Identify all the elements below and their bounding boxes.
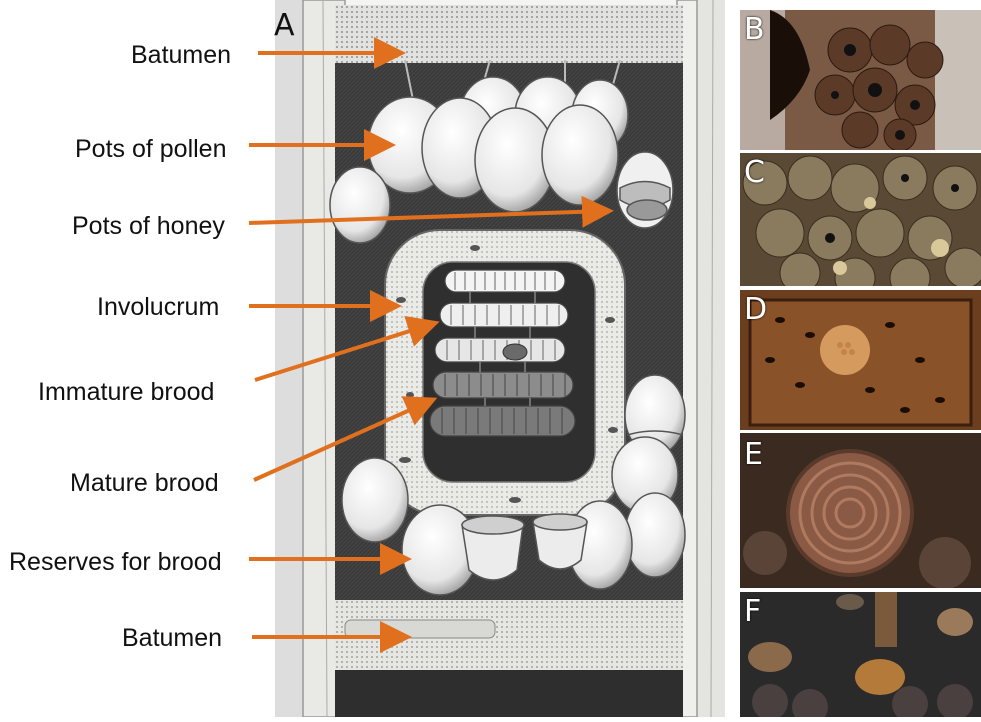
label-reserves-for-brood: Reserves for brood bbox=[9, 547, 222, 577]
label-batumen-bottom: Batumen bbox=[122, 623, 222, 653]
panel-letter-e: E bbox=[744, 437, 763, 472]
panel-letter-d: D bbox=[744, 292, 767, 327]
label-pots-of-pollen: Pots of pollen bbox=[75, 134, 227, 164]
label-batumen-top: Batumen bbox=[131, 40, 231, 70]
photo-panel-b bbox=[740, 10, 981, 150]
panel-letter-b: B bbox=[744, 12, 765, 47]
label-immature-brood: Immature brood bbox=[38, 377, 214, 407]
panel-letter-a: A bbox=[274, 8, 295, 43]
label-involucrum: Involucrum bbox=[97, 292, 219, 322]
photo-panel-c bbox=[740, 153, 981, 286]
photo-panel-d bbox=[740, 290, 981, 430]
label-pots-of-honey: Pots of honey bbox=[72, 211, 225, 241]
label-mature-brood: Mature brood bbox=[70, 468, 219, 498]
nest-sketch bbox=[275, 0, 725, 717]
panel-letter-c: C bbox=[744, 155, 765, 190]
photo-panel-e bbox=[740, 433, 981, 588]
panel-letter-f: F bbox=[744, 594, 761, 629]
photo-panel-f bbox=[740, 592, 981, 717]
